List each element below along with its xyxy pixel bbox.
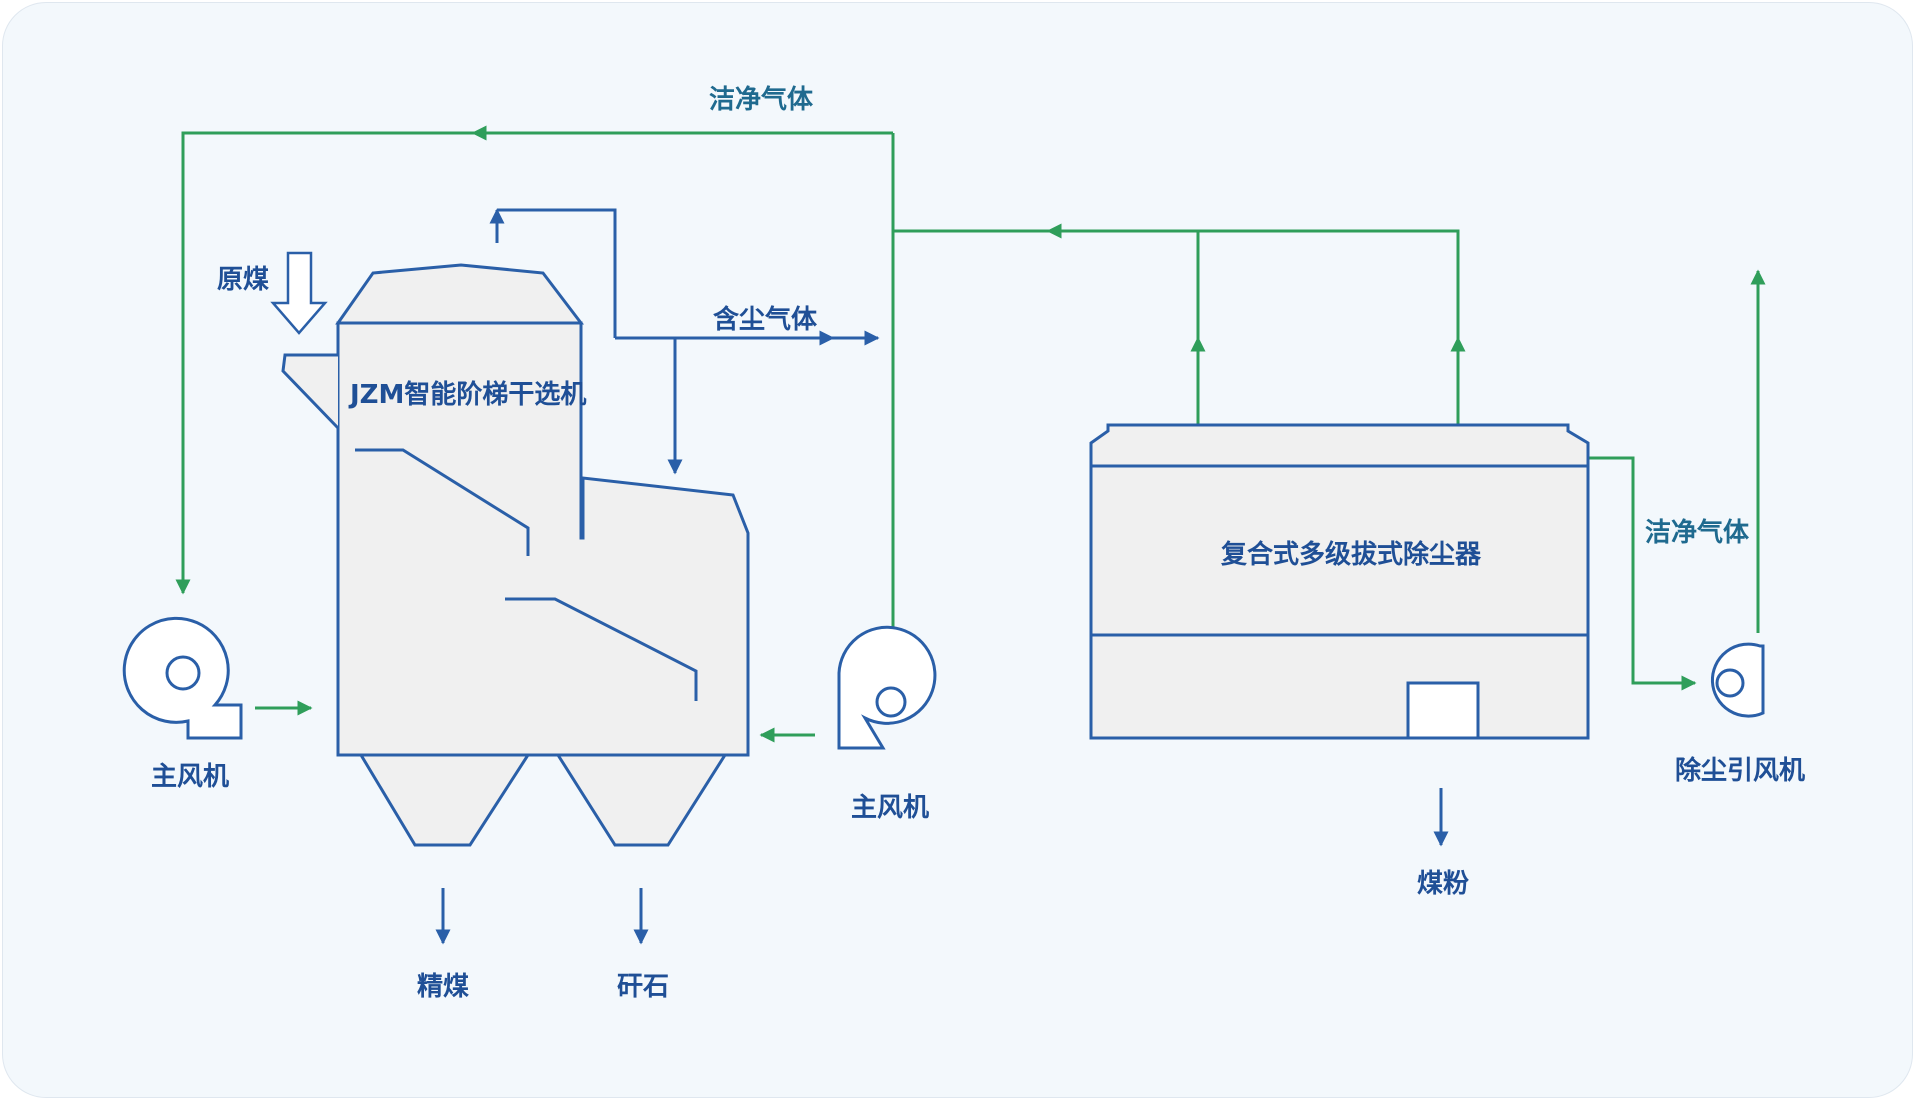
fan-icon [837, 625, 937, 750]
induced-fan-body [1710, 642, 1765, 718]
collector-body [1089, 464, 1590, 740]
label-clean-gas-top: 洁净气体 [709, 84, 814, 115]
inner-plate-1 [355, 448, 530, 556]
clean-gas-from-collector [1196, 229, 1460, 425]
label-dust-collector: 复合式多级拔式除尘器 [1221, 539, 1482, 570]
collector-top [1089, 423, 1590, 468]
label-dryer: JZM智能阶梯干选机 [348, 379, 586, 410]
collector-discharge-door [1406, 681, 1480, 740]
dryer [281, 263, 750, 847]
clean-gas-to-induced-fan [1588, 456, 1697, 691]
labels: 洁净气体 原煤 含尘气体 JZM智能阶梯干选机 复合式多级拔式除尘器 洁净气体 … [151, 84, 1805, 1002]
label-main-fan-left: 主风机 [151, 762, 229, 792]
label-clean-coal: 精煤 [417, 972, 469, 1002]
label-clean-gas-right: 洁净气体 [1645, 517, 1750, 548]
raw-coal-arrow [270, 251, 328, 335]
fan-icon [122, 616, 243, 740]
hopper-left [358, 753, 531, 847]
hopper-right [555, 753, 728, 847]
label-raw-coal: 原煤 [217, 265, 269, 295]
main-fan-left-hub [165, 655, 201, 691]
dryer-hood [335, 263, 585, 325]
label-induced-fan: 除尘引风机 [1675, 755, 1805, 786]
fan-icon [1710, 642, 1765, 718]
dusty-gas-lines [435, 208, 1449, 945]
main-fan-right-hub [875, 686, 907, 718]
label-dusty-gas: 含尘气体 [713, 304, 818, 335]
clean-gas-return-to-left-fan [175, 131, 893, 595]
induced-fan-hub [1715, 668, 1745, 698]
dust-collector [1089, 423, 1590, 740]
process-flow-diagram: 洁净气体 原煤 含尘气体 JZM智能阶梯干选机 复合式多级拔式除尘器 洁净气体 … [122, 84, 1805, 1002]
clean-gas-lines [175, 125, 1766, 743]
dryer-body [336, 321, 750, 757]
label-coal-powder: 煤粉 [1417, 869, 1469, 899]
main-fan-left-body [122, 616, 243, 740]
dryer-top-exhaust [497, 208, 617, 338]
label-gangue: 矸石 [617, 972, 669, 1002]
inner-plate-2 [505, 597, 698, 701]
label-main-fan-right: 主风机 [851, 793, 929, 823]
feed-chute [281, 353, 340, 430]
